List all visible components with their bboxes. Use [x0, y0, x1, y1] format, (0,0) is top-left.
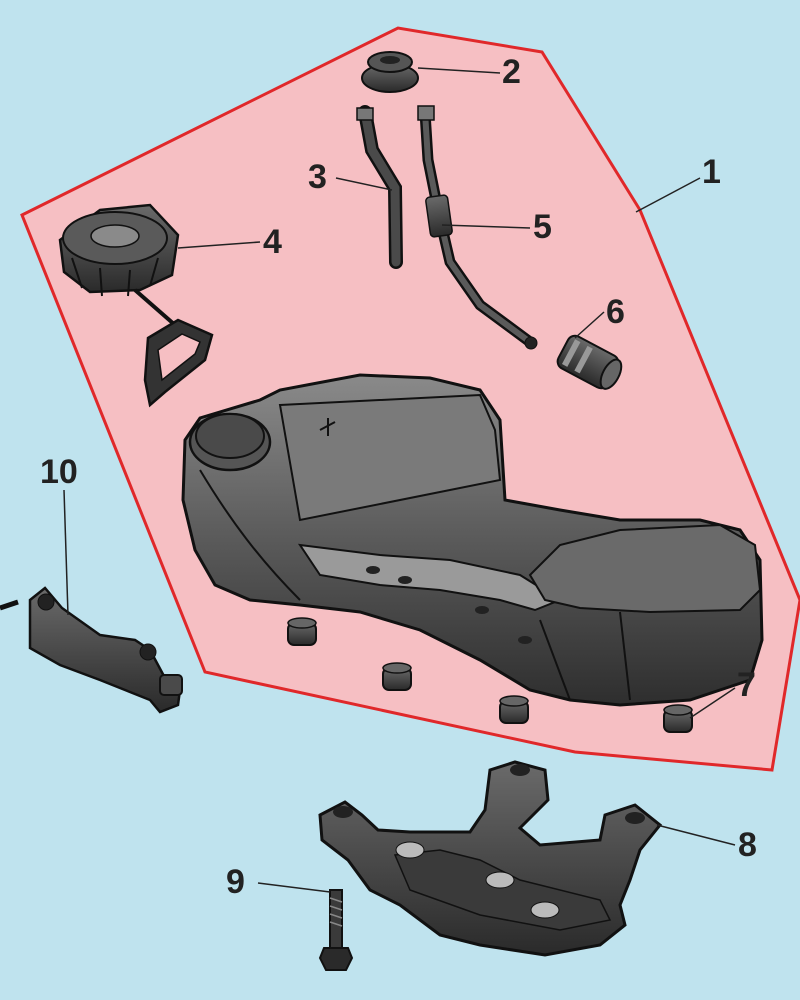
leader-1 [635, 177, 701, 213]
callout-4[interactable]: 4 [263, 223, 282, 261]
fuel-tank-part[interactable] [181, 373, 764, 707]
leader-10 [63, 489, 69, 616]
fuel-cap-part[interactable] [58, 203, 214, 408]
rubber-mount-part[interactable] [287, 617, 693, 733]
leader-2 [417, 67, 501, 74]
leader-7 [689, 687, 736, 719]
leader-8 [656, 824, 736, 846]
fuel-hose-part[interactable] [417, 105, 538, 350]
callout-2[interactable]: 2 [502, 53, 521, 91]
leader-9 [257, 882, 331, 893]
callout-1[interactable]: 1 [702, 153, 721, 191]
leader-4 [177, 241, 261, 249]
leader-6 [574, 311, 605, 339]
callout-8[interactable]: 8 [738, 826, 757, 864]
callout-7[interactable]: 7 [737, 666, 756, 704]
grommet-part[interactable] [361, 51, 419, 93]
frame-part[interactable] [318, 760, 663, 957]
callout-6[interactable]: 6 [606, 293, 625, 331]
leader-3 [335, 177, 393, 191]
callout-5[interactable]: 5 [533, 208, 552, 246]
fuel-pipe-part[interactable] [356, 105, 403, 269]
fuel-filter-part[interactable] [555, 333, 627, 394]
bolt-part[interactable] [318, 889, 354, 971]
callout-3[interactable]: 3 [308, 158, 327, 196]
callout-10[interactable]: 10 [40, 453, 78, 491]
bracket-part[interactable] [0, 586, 183, 714]
leader-5 [441, 224, 531, 229]
callout-9[interactable]: 9 [226, 863, 245, 901]
leader-lines [63, 67, 736, 893]
